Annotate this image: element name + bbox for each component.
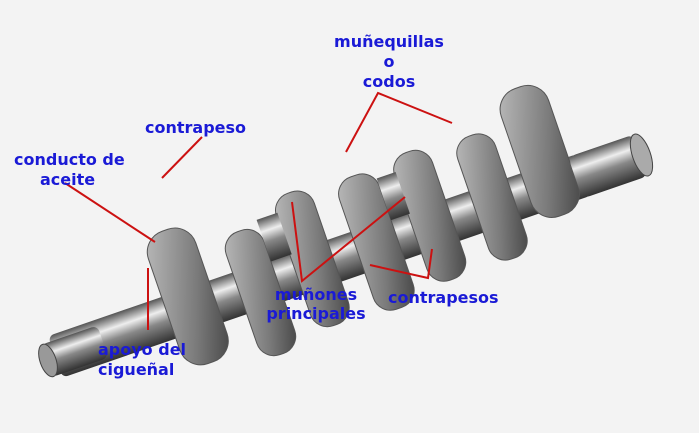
label-munones-line1: muñones: [274, 285, 358, 304]
label-conducto-line1: conducto de: [14, 150, 125, 169]
label-contrapeso: contrapeso: [145, 118, 247, 137]
leader-munequillas: [345, 91, 453, 153]
label-apoyo-line2: cigueñal: [98, 360, 175, 379]
label-munones-line2: principales: [266, 304, 366, 323]
label-munequillas-line1: muñequillas: [334, 32, 444, 51]
leader-conducto: [64, 182, 156, 243]
leader-contrapesos: [369, 248, 433, 280]
label-munequillas-line2: o: [383, 52, 395, 71]
label-munequillas-line3: codos: [362, 72, 416, 91]
leader-contrapeso: [161, 136, 203, 179]
leader-munones: [291, 196, 406, 283]
label-apoyo-line1: apoyo del: [98, 340, 187, 359]
label-contrapesos: contrapesos: [388, 288, 499, 307]
leader-lines: [64, 91, 453, 330]
label-conducto-line2: aceite: [40, 170, 96, 189]
